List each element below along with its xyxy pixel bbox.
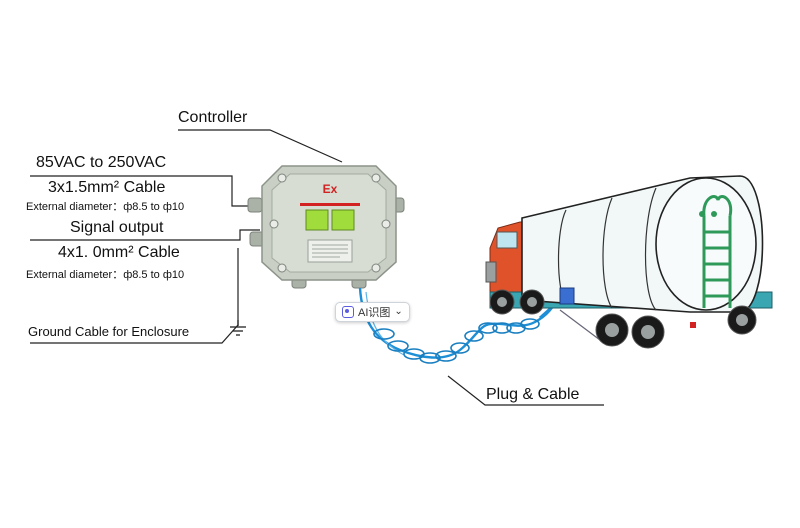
power-diameter-label: External diameter：ф8.5 to ф10: [26, 201, 185, 213]
display-window-left: [305, 209, 329, 231]
ground-leader: [30, 248, 239, 344]
coiled-cable: [358, 287, 601, 364]
signal-label: Signal output: [70, 219, 164, 236]
ai-scan-icon: [342, 306, 354, 318]
signal-cable-label: 4x1. 0mm² Cable: [58, 244, 180, 261]
plug-label: Plug & Cable: [486, 386, 580, 403]
chevron-down-icon: ⌄: [394, 306, 403, 317]
ai-recognize-label: AI识图: [358, 307, 391, 319]
controller-leader: [178, 129, 343, 163]
ground-label: Ground Cable for Enclosure: [28, 324, 190, 339]
ground-symbol-icon: [230, 320, 246, 336]
power-label: 85VAC to 250VAC: [36, 154, 167, 171]
tanker-truck: [485, 175, 773, 349]
leader-lines: [30, 129, 604, 406]
display-window-right: [331, 209, 355, 231]
power-cable-label: 3x1.5mm² Cable: [48, 179, 166, 196]
controller-enclosure: Ex: [247, 165, 405, 289]
power-leader: [30, 175, 262, 207]
tank-ladder: [702, 195, 733, 308]
ex-mark: Ex: [323, 182, 338, 196]
signal-leader: [30, 229, 260, 241]
plug-leader: [447, 375, 604, 406]
controller-label: Controller: [178, 109, 248, 126]
ai-recognize-button[interactable]: AI识图 ⌄: [335, 302, 410, 322]
signal-diameter-label: External diameter：ф8.5 to ф10: [26, 269, 185, 281]
